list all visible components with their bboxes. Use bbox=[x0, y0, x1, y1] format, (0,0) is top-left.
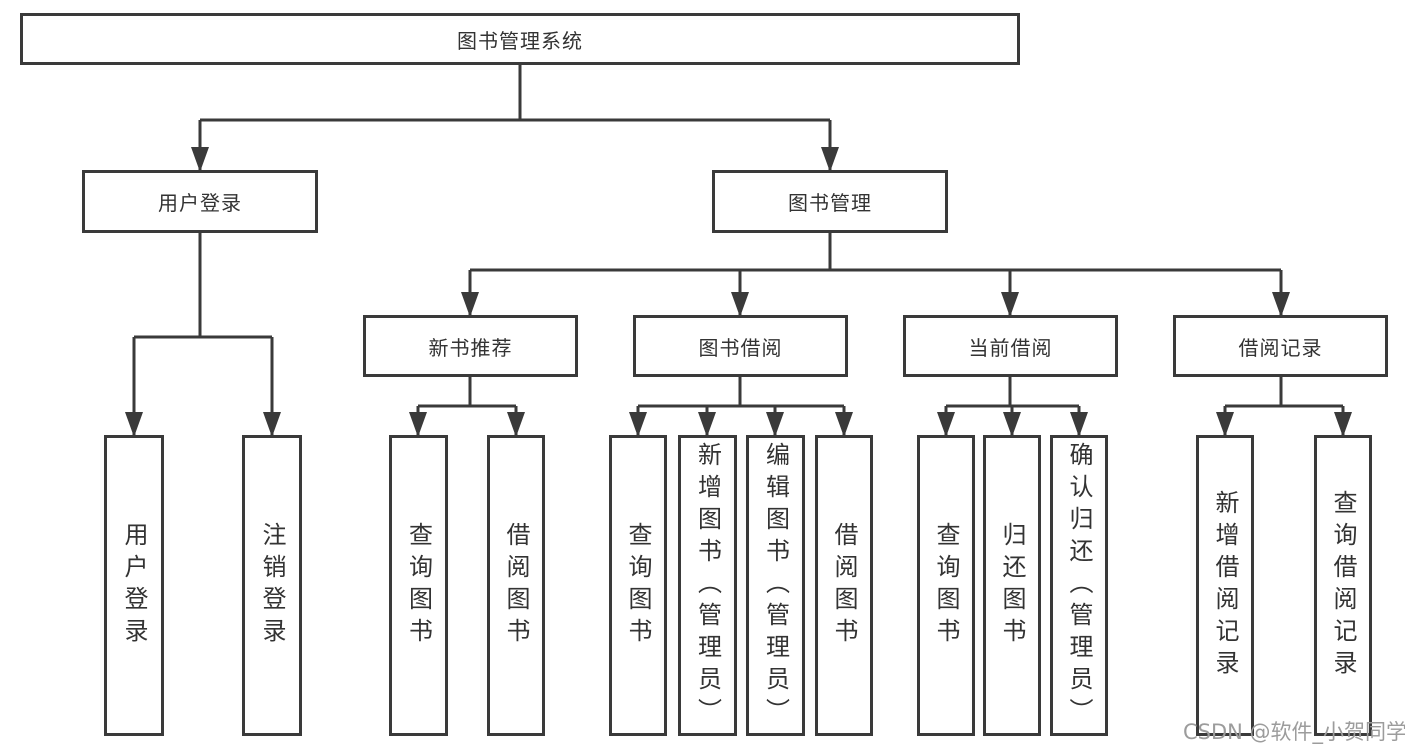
leaf-records-query-record-label: 查询借阅记录 bbox=[1329, 489, 1357, 682]
leaf-recommend-query-books: 查询图书 bbox=[389, 435, 448, 736]
node-book-borrowing: 图书借阅 bbox=[633, 315, 848, 377]
leaf-current-confirm-return-admin: 确认归还（管理员） bbox=[1050, 435, 1108, 736]
leaf-records-query-record: 查询借阅记录 bbox=[1314, 435, 1372, 736]
leaf-recommend-borrow-books: 借阅图书 bbox=[487, 435, 545, 736]
node-book-management: 图书管理 bbox=[712, 170, 948, 233]
leaf-current-query-books: 查询图书 bbox=[917, 435, 975, 736]
node-new-book-recommendation-label: 新书推荐 bbox=[428, 335, 513, 360]
leaf-borrowing-add-books-admin-label: 新增图书（管理员） bbox=[693, 441, 722, 730]
node-user-login-label: 用户登录 bbox=[158, 191, 242, 215]
leaf-recommend-borrow-books-label: 借阅图书 bbox=[502, 521, 530, 650]
node-book-borrowing-label: 图书借阅 bbox=[698, 335, 783, 360]
node-new-book-recommendation: 新书推荐 bbox=[363, 315, 578, 377]
leaf-borrowing-query-books-label: 查询图书 bbox=[624, 521, 652, 650]
leaf-borrowing-borrow-books: 借阅图书 bbox=[815, 435, 873, 736]
node-current-borrowing: 当前借阅 bbox=[903, 315, 1118, 377]
leaf-borrowing-add-books-admin: 新增图书（管理员） bbox=[678, 435, 737, 736]
leaf-current-return-books: 归还图书 bbox=[983, 435, 1041, 736]
leaf-borrowing-edit-books-admin: 编辑图书（管理员） bbox=[746, 435, 805, 736]
node-current-borrowing-label: 当前借阅 bbox=[968, 335, 1053, 360]
leaf-borrowing-borrow-books-label: 借阅图书 bbox=[830, 521, 858, 650]
leaf-recommend-query-books-label: 查询图书 bbox=[404, 521, 433, 650]
watermark: CSDN @软件_小贺同学 bbox=[1183, 720, 1405, 744]
leaf-user-login: 用户登录 bbox=[104, 435, 164, 736]
node-user-login: 用户登录 bbox=[82, 170, 318, 233]
leaf-records-add-record: 新增借阅记录 bbox=[1196, 435, 1254, 736]
node-borrowing-records: 借阅记录 bbox=[1173, 315, 1388, 377]
node-book-management-label: 图书管理 bbox=[788, 191, 872, 215]
leaf-current-query-books-label: 查询图书 bbox=[932, 521, 960, 650]
connector-paths bbox=[132, 65, 1345, 435]
leaf-current-confirm-return-admin-label: 确认归还（管理员） bbox=[1065, 441, 1093, 730]
leaf-current-return-books-label: 归还图书 bbox=[998, 521, 1026, 650]
leaf-logout-label: 注销登录 bbox=[258, 521, 286, 650]
leaf-logout: 注销登录 bbox=[242, 435, 302, 736]
leaf-borrowing-edit-books-admin-label: 编辑图书（管理员） bbox=[761, 441, 790, 730]
leaf-records-add-record-label: 新增借阅记录 bbox=[1211, 489, 1239, 682]
leaf-user-login-label: 用户登录 bbox=[120, 521, 148, 650]
node-borrowing-records-label: 借阅记录 bbox=[1238, 335, 1323, 360]
leaf-borrowing-query-books: 查询图书 bbox=[609, 435, 667, 736]
node-root: 图书管理系统 bbox=[20, 13, 1020, 65]
node-root-label: 图书管理系统 bbox=[457, 28, 583, 53]
